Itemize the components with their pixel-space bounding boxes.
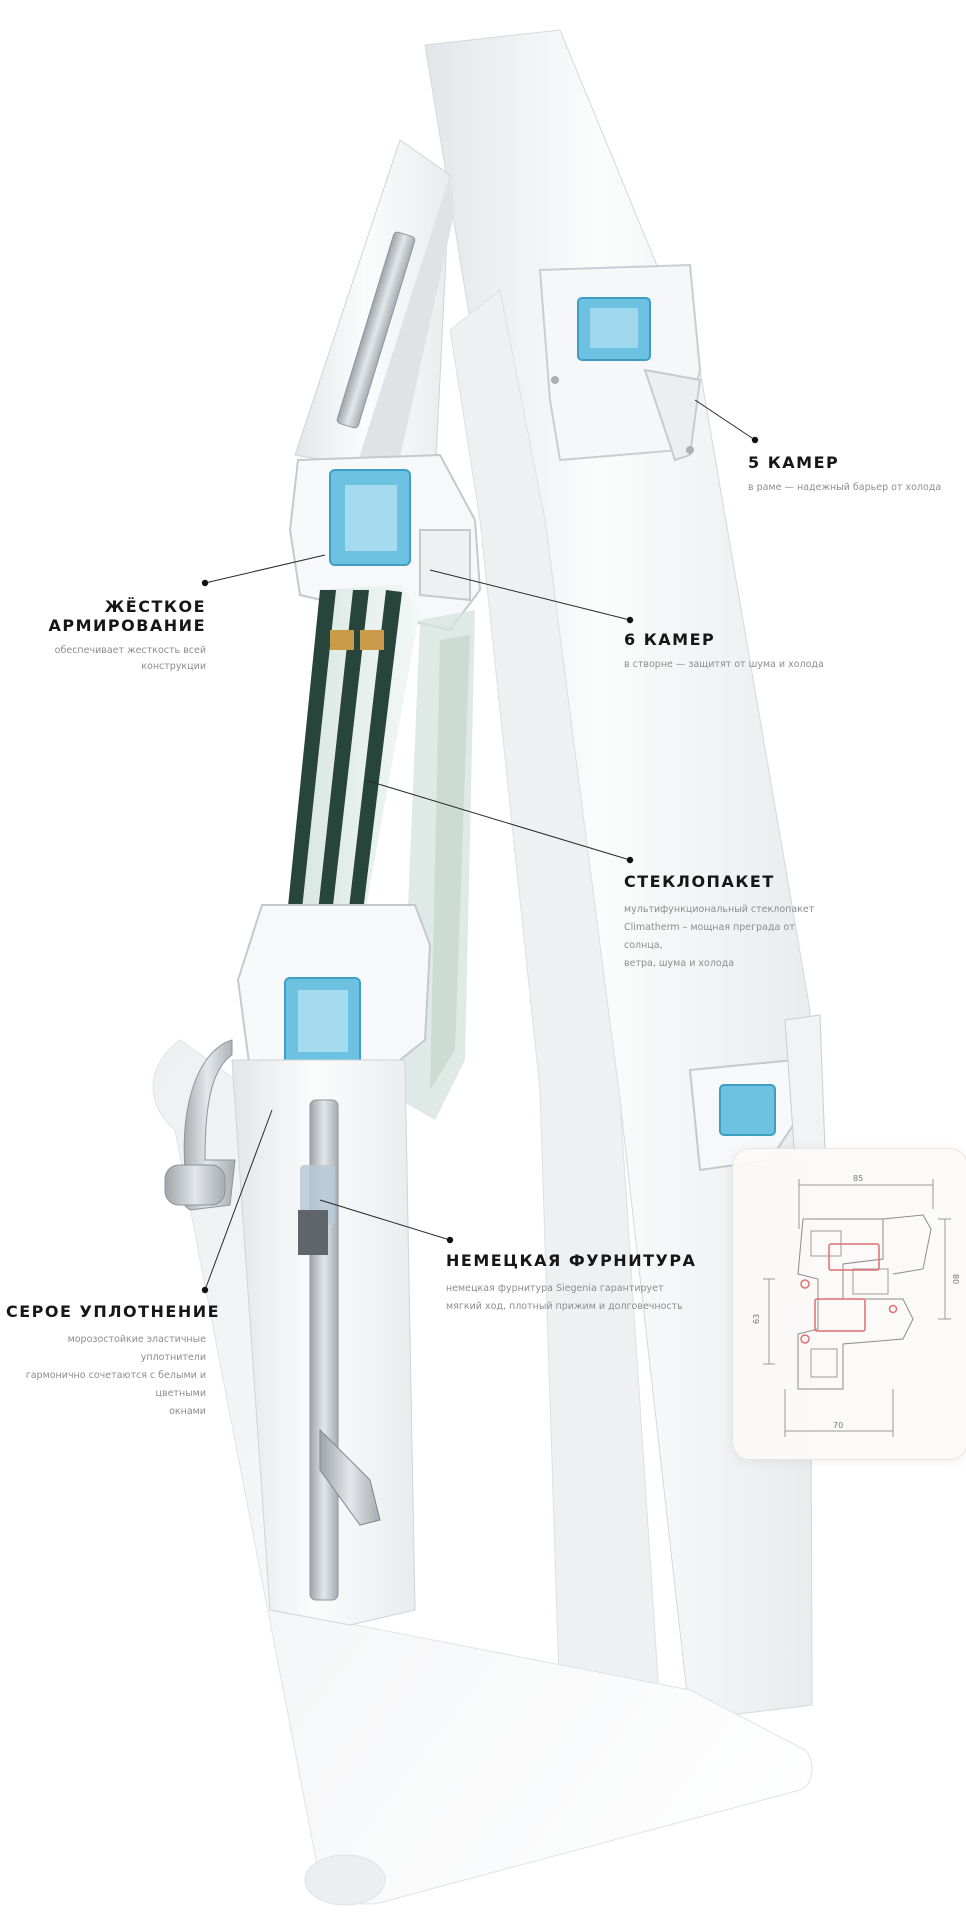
- five-chambers-desc: в раме — надежный барьер от холода: [748, 482, 942, 493]
- callout-reinforcement: ЖЁСТКОЕ АРМИРОВАНИЕ обеспечивает жесткос…: [10, 597, 206, 675]
- frame-top-section: [538, 263, 702, 462]
- gray-seal-desc-line2: гармонично сочетаются с белыми и цветным…: [25, 1370, 206, 1399]
- gray-seal-title: СЕРОЕ УПЛОТНЕНИЕ: [6, 1302, 221, 1321]
- five-chambers-title: 5 КАМЕР: [748, 453, 840, 472]
- callout-five-chambers: 5 КАМЕР в раме — надежный барьер от холо…: [748, 453, 948, 496]
- dim-bottom-label: 70: [833, 1421, 843, 1430]
- dim-top-label: 85: [853, 1174, 863, 1183]
- dim-right-label: 80: [951, 1274, 960, 1284]
- six-chambers-desc: в створне — защитят от шума и холода: [624, 659, 824, 670]
- callout-german-hardware: НЕМЕЦКАЯ ФУРНИТУРА немецкая фурнитура Si…: [446, 1251, 697, 1316]
- hardware-desc-line2: мягкий ход, плотный прижим и долговечнос…: [446, 1301, 683, 1312]
- six-chambers-title: 6 КАМЕР: [624, 630, 716, 649]
- frame-profile: [424, 29, 813, 1721]
- hardware-desc-line1: немецкая фурнитура Siegenia гарантирует: [446, 1283, 664, 1294]
- window-sill: [152, 1039, 813, 1906]
- glass-unit-desc-line3: ветра, шума и холода: [624, 958, 735, 969]
- hardware-title: НЕМЕЦКАЯ ФУРНИТУРА: [446, 1251, 697, 1270]
- callout-gray-seal: СЕРОЕ УПЛОТНЕНИЕ морозостойкие эластичны…: [6, 1302, 221, 1421]
- callout-six-chambers: 6 КАМЕР в створне — защитят от шума и хо…: [624, 630, 824, 673]
- glass-unit-title: СТЕКЛОПАКЕТ: [624, 872, 775, 891]
- reinforcement-desc: обеспечивает жесткость всей конструкции: [54, 645, 206, 672]
- hardware-desc: немецкая фурнитура Siegenia гарантирует …: [446, 1280, 686, 1316]
- profile-drawing-card: 85 80 63 70: [732, 1148, 966, 1460]
- gray-seal-desc-line3: окнами: [169, 1406, 206, 1417]
- gray-seal-desc: морозостойкие эластичные уплотнители гар…: [6, 1331, 206, 1421]
- glass-unit-desc-line2: Climatherm – мощная преграда от солнца,: [624, 922, 795, 951]
- leader-lines: [204, 399, 756, 1291]
- sash-lower-section: [236, 904, 432, 1115]
- callout-glass-unit: СТЕКЛОПАКЕТ мультифункциональный стеклоп…: [624, 872, 824, 973]
- frame-bottom-section: [688, 1014, 826, 1172]
- leader-dots: [201, 436, 759, 1294]
- window-handle: [164, 1039, 236, 1211]
- sash-lower-profile: [231, 1059, 416, 1626]
- dim-left-label: 63: [752, 1314, 761, 1324]
- reinforcement-title-line1: ЖЁСТКОЕ: [104, 597, 206, 616]
- gray-seal-desc-line1: морозостойкие эластичные уплотнители: [67, 1334, 206, 1363]
- glass-unit-desc-line1: мультифункциональный стеклопакет: [624, 904, 815, 915]
- glass-unit-desc: мультифункциональный стеклопакет Climath…: [624, 901, 824, 973]
- sash-upper: [288, 139, 482, 632]
- reinforcement-title-line2: АРМИРОВАНИЕ: [48, 616, 206, 635]
